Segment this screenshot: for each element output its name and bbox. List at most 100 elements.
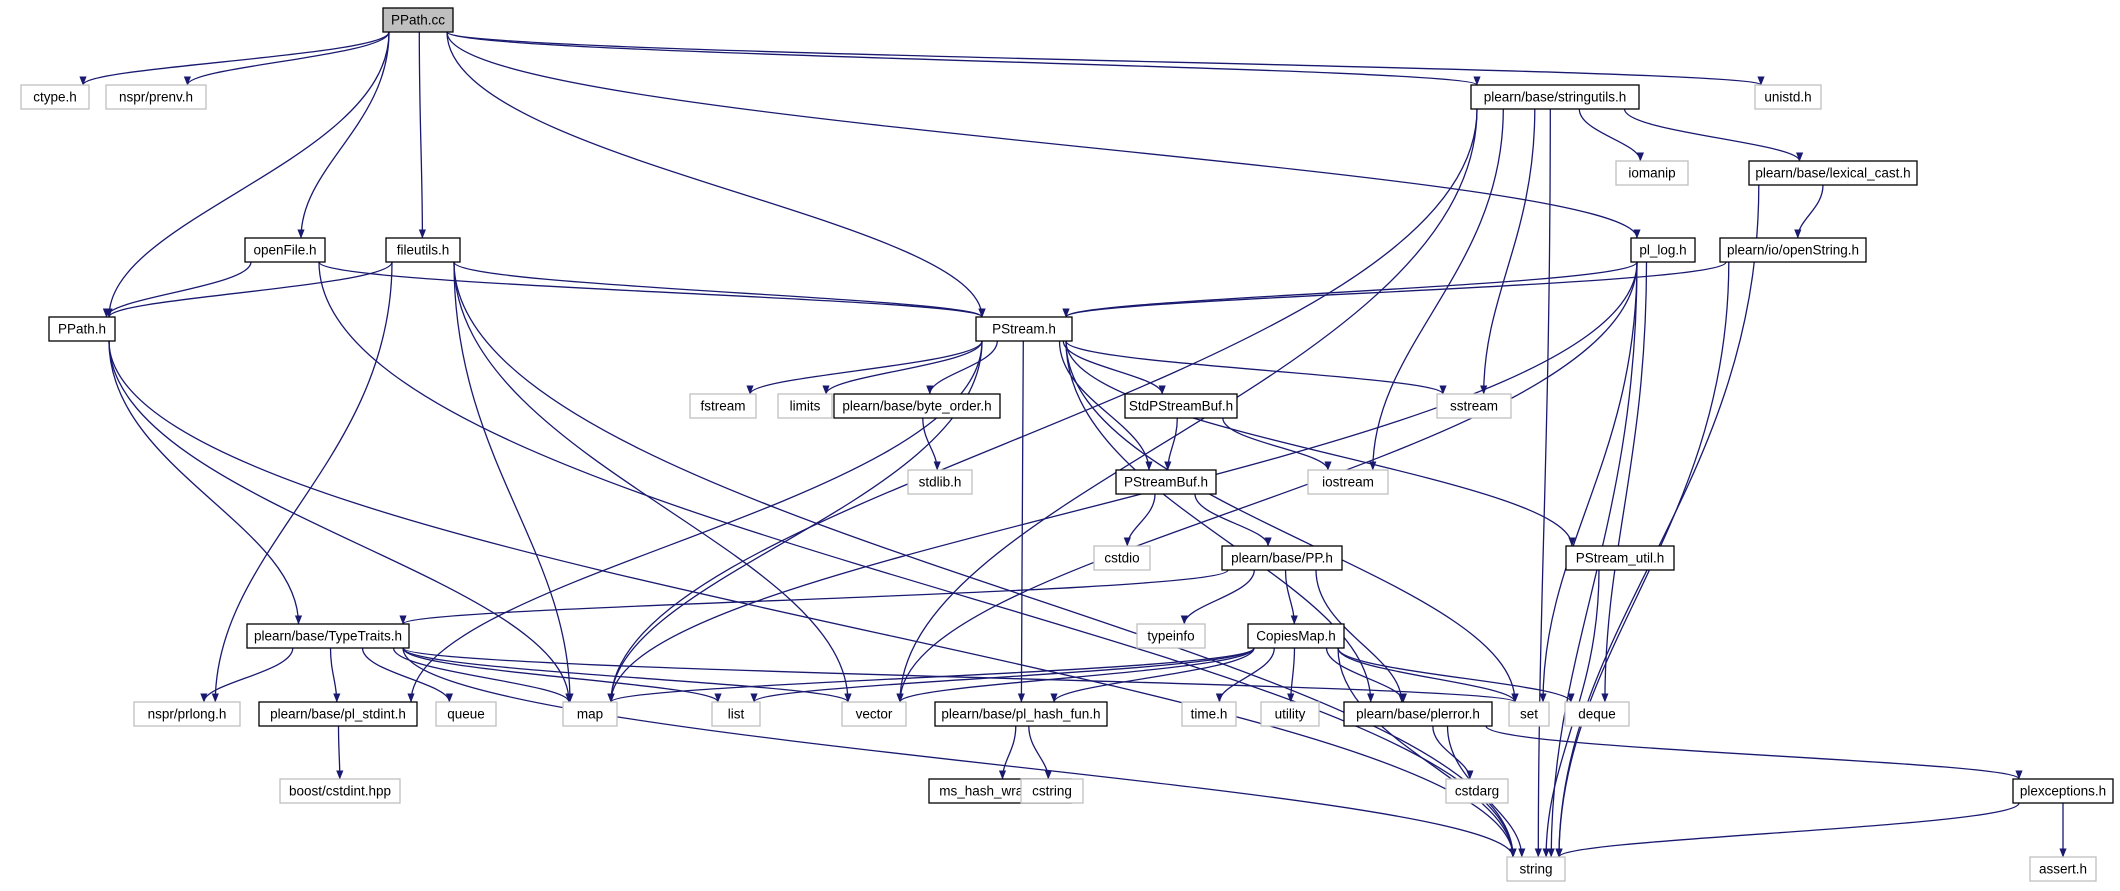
edge-ppath_cc-to-pl_log_h [446,31,1641,239]
node-stringutils-h[interactable]: plearn/base/stringutils.h [1470,84,1640,110]
edge-copiesmap_h-to-deque [1337,647,1575,703]
edge-pstreambuf_h-to-pp_h [1194,493,1272,547]
edge-lexical_cast_h-to-openstring_h [1794,184,1824,239]
edge-typetraits_h-to-nspr_prlong_h [200,647,294,703]
node-label: iomanip [1628,166,1675,181]
node-label: fstream [700,399,745,414]
edge-typetraits_h-to-vector [402,647,852,703]
node-label: plearn/base/pl_hash_fun.h [941,707,1100,722]
node-stdpstreambuf-h[interactable]: StdPStreamBuf.h [1124,393,1238,419]
node-box [1754,84,1822,110]
edge-openstring_h-to-string [1555,261,1730,858]
node-label: assert.h [2039,862,2087,877]
node-label: plearn/base/lexical_cast.h [1755,166,1910,181]
node-box [1565,545,1675,571]
node-box [1506,856,1566,882]
node-box [1093,545,1151,571]
node-box [133,701,241,727]
node-pstreambuf-h[interactable]: PStreamBuf.h [1115,469,1217,495]
edge-copiesmap_h-to-pl_hash_fun_h [1050,647,1255,703]
edge-stringutils_h-to-iomanip [1578,108,1644,162]
node-byte-order-h[interactable]: plearn/base/byte_order.h [833,393,1001,419]
node-vector: vector [841,701,907,727]
edge-stringutils_h-to-lexical_cast_h [1623,108,1804,162]
node-lexical-cast-h[interactable]: plearn/base/lexical_cast.h [1748,160,1918,186]
edge-pl_hash_fun_h-to-ms_hash_wrapper_h [998,725,1017,780]
node-openstring-h[interactable]: plearn/io/openString.h [1719,237,1867,263]
node-box [833,393,1001,419]
node-openfile-h[interactable]: openFile.h [244,237,326,263]
node-pstream-h[interactable]: PStream.h [975,316,1073,342]
edge-pstream_h-to-pl_hash_fun_h [1017,340,1026,703]
edge-ppath_cc-to-openfile_h [297,31,390,239]
node-label: sstream [1450,399,1498,414]
edge-copiesmap_h-to-map [607,647,1255,703]
edge-pl_log_h-to-string [1547,261,1638,858]
node-label: plearn/base/plerror.h [1356,707,1480,722]
node-queue: queue [435,701,497,727]
node-typetraits-h[interactable]: plearn/base/TypeTraits.h [246,623,410,649]
node-box [1445,778,1509,804]
node-label: plearn/base/byte_order.h [842,399,991,414]
node-box [1247,623,1345,649]
node-plerror-h[interactable]: plearn/base/plerror.h [1343,701,1493,727]
edge-pstream_h-to-byte_order_h [926,340,998,395]
node-assert-h: assert.h [2029,856,2097,882]
node-box [934,701,1108,727]
node-label: plexceptions.h [2020,784,2106,799]
node-label: time.h [1191,707,1228,722]
node-cstring: cstring [1020,778,1084,804]
node-fstream: fstream [689,393,757,419]
node-label: PPath.cc [391,13,445,28]
edge-pexceptions_h-to-string [1555,802,2020,858]
node-pl-hash-fun-h[interactable]: plearn/base/pl_hash_fun.h [934,701,1108,727]
node-box [1508,701,1550,727]
node-box [258,701,418,727]
node-label: plearn/base/pl_stdint.h [270,707,406,722]
node-pexceptions-h[interactable]: plexceptions.h [2012,778,2114,804]
node-pp-h[interactable]: plearn/base/PP.h [1221,545,1343,571]
node-label: PStream.h [992,322,1056,337]
edge-pstream_h-to-set [1065,340,1519,703]
node-box [48,316,116,342]
node-box [435,701,497,727]
edge-stringutils_h-to-sstream [1480,108,1536,395]
node-box [1615,160,1689,186]
edge-stdpstreambuf_h-to-iostream [1222,417,1332,471]
node-ctype-h: ctype.h [20,84,90,110]
edge-pstream_h-to-sstream [1065,340,1447,395]
node-label: fileutils.h [397,243,450,258]
node-label: iostream [1322,475,1374,490]
node-ppath-cc[interactable]: PPath.cc [382,7,454,33]
node-box [1221,545,1343,571]
node-pl-log-h[interactable]: pl_log.h [1630,237,1696,263]
node-fileutils-h[interactable]: fileutils.h [385,237,461,263]
edge-pp_h-to-typeinfo [1180,569,1255,625]
edge-pstream_h-to-fstream [746,340,983,395]
node-pl-stdint-h[interactable]: plearn/base/pl_stdint.h [258,701,418,727]
node-ppath-h[interactable]: PPath.h [48,316,116,342]
node-pstream-util-h[interactable]: PStream_util.h [1565,545,1675,571]
node-cstdio: cstdio [1093,545,1151,571]
node-label: typeinfo [1147,629,1194,644]
edge-copiesmap_h-to-set [1337,647,1519,703]
node-box [1564,701,1630,727]
node-label: plearn/base/PP.h [1231,551,1333,566]
node-box [1307,469,1389,495]
edge-copiesmap_h-to-utility [1287,647,1296,703]
node-box [1136,623,1206,649]
node-string: string [1506,856,1566,882]
node-label: StdPStreamBuf.h [1129,399,1233,414]
node-label: queue [447,707,485,722]
node-box [385,237,461,263]
node-copiesmap-h[interactable]: CopiesMap.h [1247,623,1345,649]
edge-ppath_cc-to-unistd_h [446,31,1764,86]
node-label: unistd.h [1764,90,1811,105]
edge-stringutils_h-to-vector [896,108,1478,703]
edge-pl_log_h-to-vector [896,261,1638,703]
edge-copiesmap_h-to-string [1337,647,1517,858]
edge-stringutils_h-to-iostream [1369,108,1504,471]
edge-ppath_h-to-string [108,340,1517,858]
